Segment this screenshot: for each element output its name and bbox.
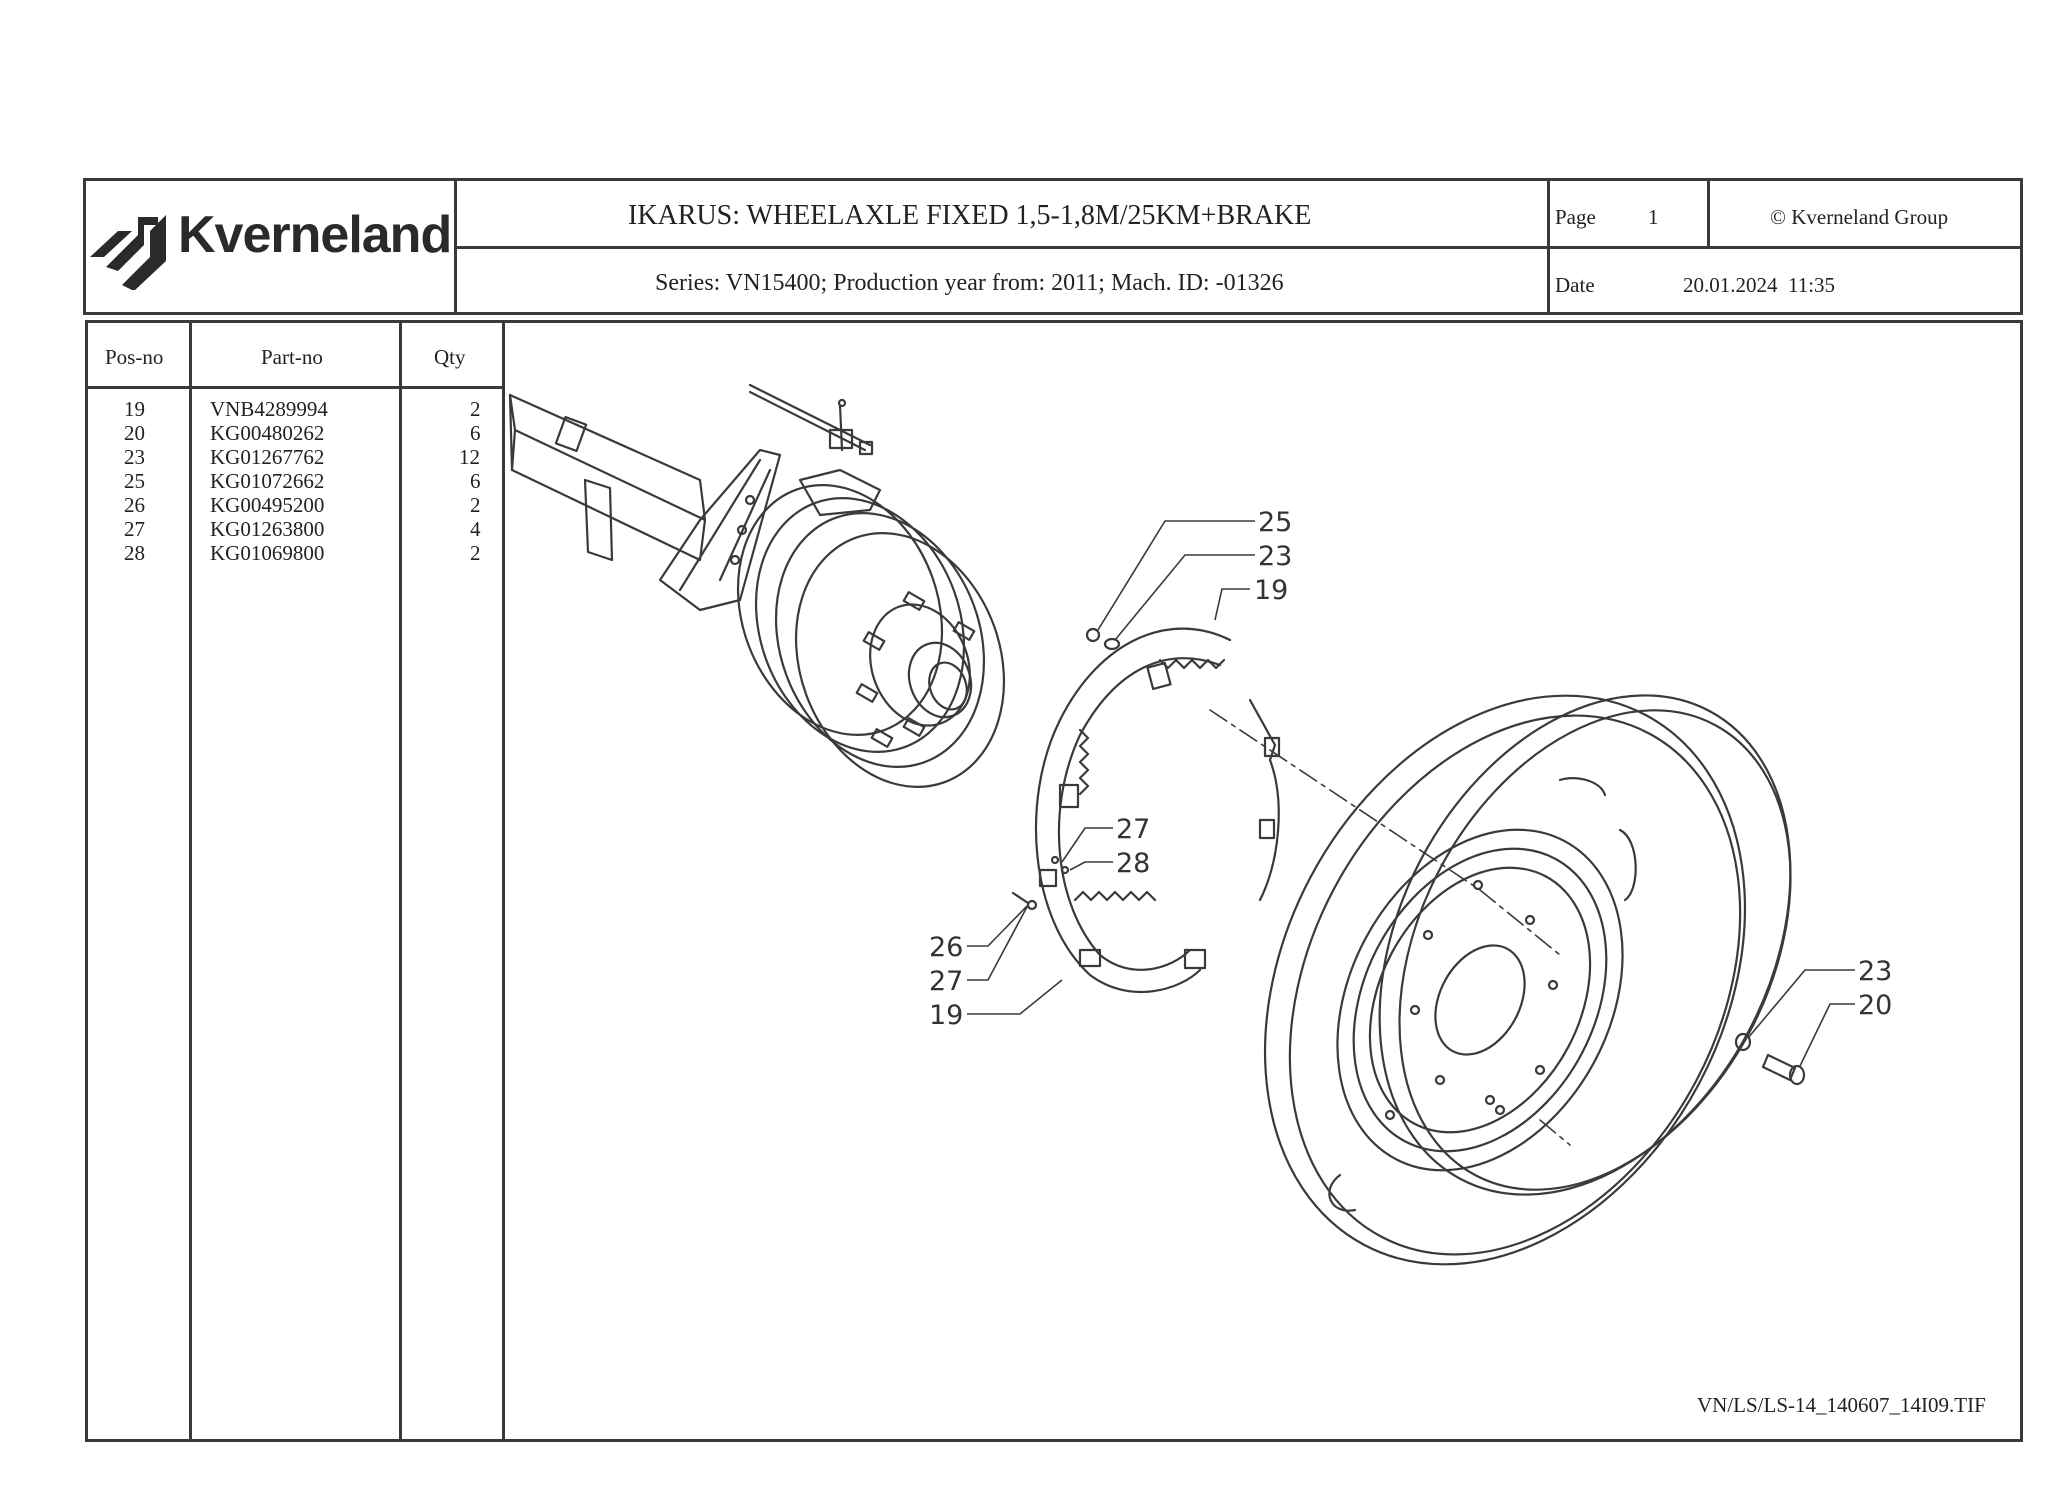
pos-cell: 27 [124,517,145,541]
part-cell: KG01072662 [210,469,325,493]
qty-cell: 2 [470,397,481,421]
pos-cell: 19 [124,397,145,421]
callout-23: 23 [1858,956,1892,987]
qty-cell: 6 [470,469,481,493]
callout-23: 23 [1258,541,1292,572]
page-number: 1 [1648,205,1659,229]
leader-lines [967,520,1855,1067]
date-label: Date [1555,273,1595,297]
qty-cell: 2 [470,493,481,517]
wheel-rim-drawing [1263,694,1792,1266]
copyright: © Kverneland Group [1770,205,1949,229]
pos-cell: 26 [124,493,145,517]
date-value: 20.01.2024 11:35 [1683,273,1836,297]
part-cell: KG00480262 [210,421,325,445]
header-divider-page [1707,178,1710,246]
col-header-pos: Pos-no [105,345,164,369]
callout-28: 28 [1116,848,1150,879]
pos-cell: 23 [124,445,145,469]
drawing-title: IKARUS: WHEELAXLE FIXED 1,5-1,8M/25KM+BR… [628,200,1312,231]
part-cell: VNB4289994 [210,397,328,421]
brand-wordmark: Kverneland [178,206,452,264]
guard-ring-drawing [1034,627,1281,994]
axle-beam-drawing [508,383,882,612]
file-reference: VN/LS/LS-14_140607_14I09.TIF [1697,1393,1986,1417]
callout-27: 27 [1116,814,1150,845]
body-frame [85,320,2023,1442]
table-header-line [85,386,505,389]
pos-cell: 25 [124,469,145,493]
pos-cell: 20 [124,421,145,445]
qty-cell: 4 [470,517,481,541]
kverneland-logo-icon [90,215,166,290]
series-line: Series: VN15400; Production year from: 2… [655,270,1284,296]
col-header-part: Part-no [261,345,323,369]
header-midline [454,246,2023,249]
qty-cell: 6 [470,421,481,445]
col-divider-part [399,320,402,1442]
col-divider-pos [189,320,192,1442]
wheel-stud-drawing [855,591,976,748]
part-cell: KG00495200 [210,493,325,517]
part-cell: KG01069800 [210,541,325,565]
part-cell: KG01263800 [210,517,325,541]
callout-20: 20 [1858,990,1892,1021]
brake-drum-drawing [736,484,1006,788]
qty-cell: 12 [459,445,480,469]
page-label: Page [1555,205,1596,229]
callout-19: 19 [929,1000,963,1031]
callout-27: 27 [929,966,963,997]
callout-26: 26 [929,932,963,963]
pos-cell: 28 [124,541,145,565]
col-header-qty: Qty [434,345,466,369]
wheel-bolt-drawing [1734,1032,1806,1086]
col-divider-qty [502,320,505,1442]
callout-25: 25 [1258,507,1292,538]
part-cell: KG01267762 [210,445,325,469]
callout-19: 19 [1254,575,1288,606]
qty-cell: 2 [470,541,481,565]
exploded-drawing: 25 23 19 27 28 26 27 19 23 20 [508,383,1892,1266]
